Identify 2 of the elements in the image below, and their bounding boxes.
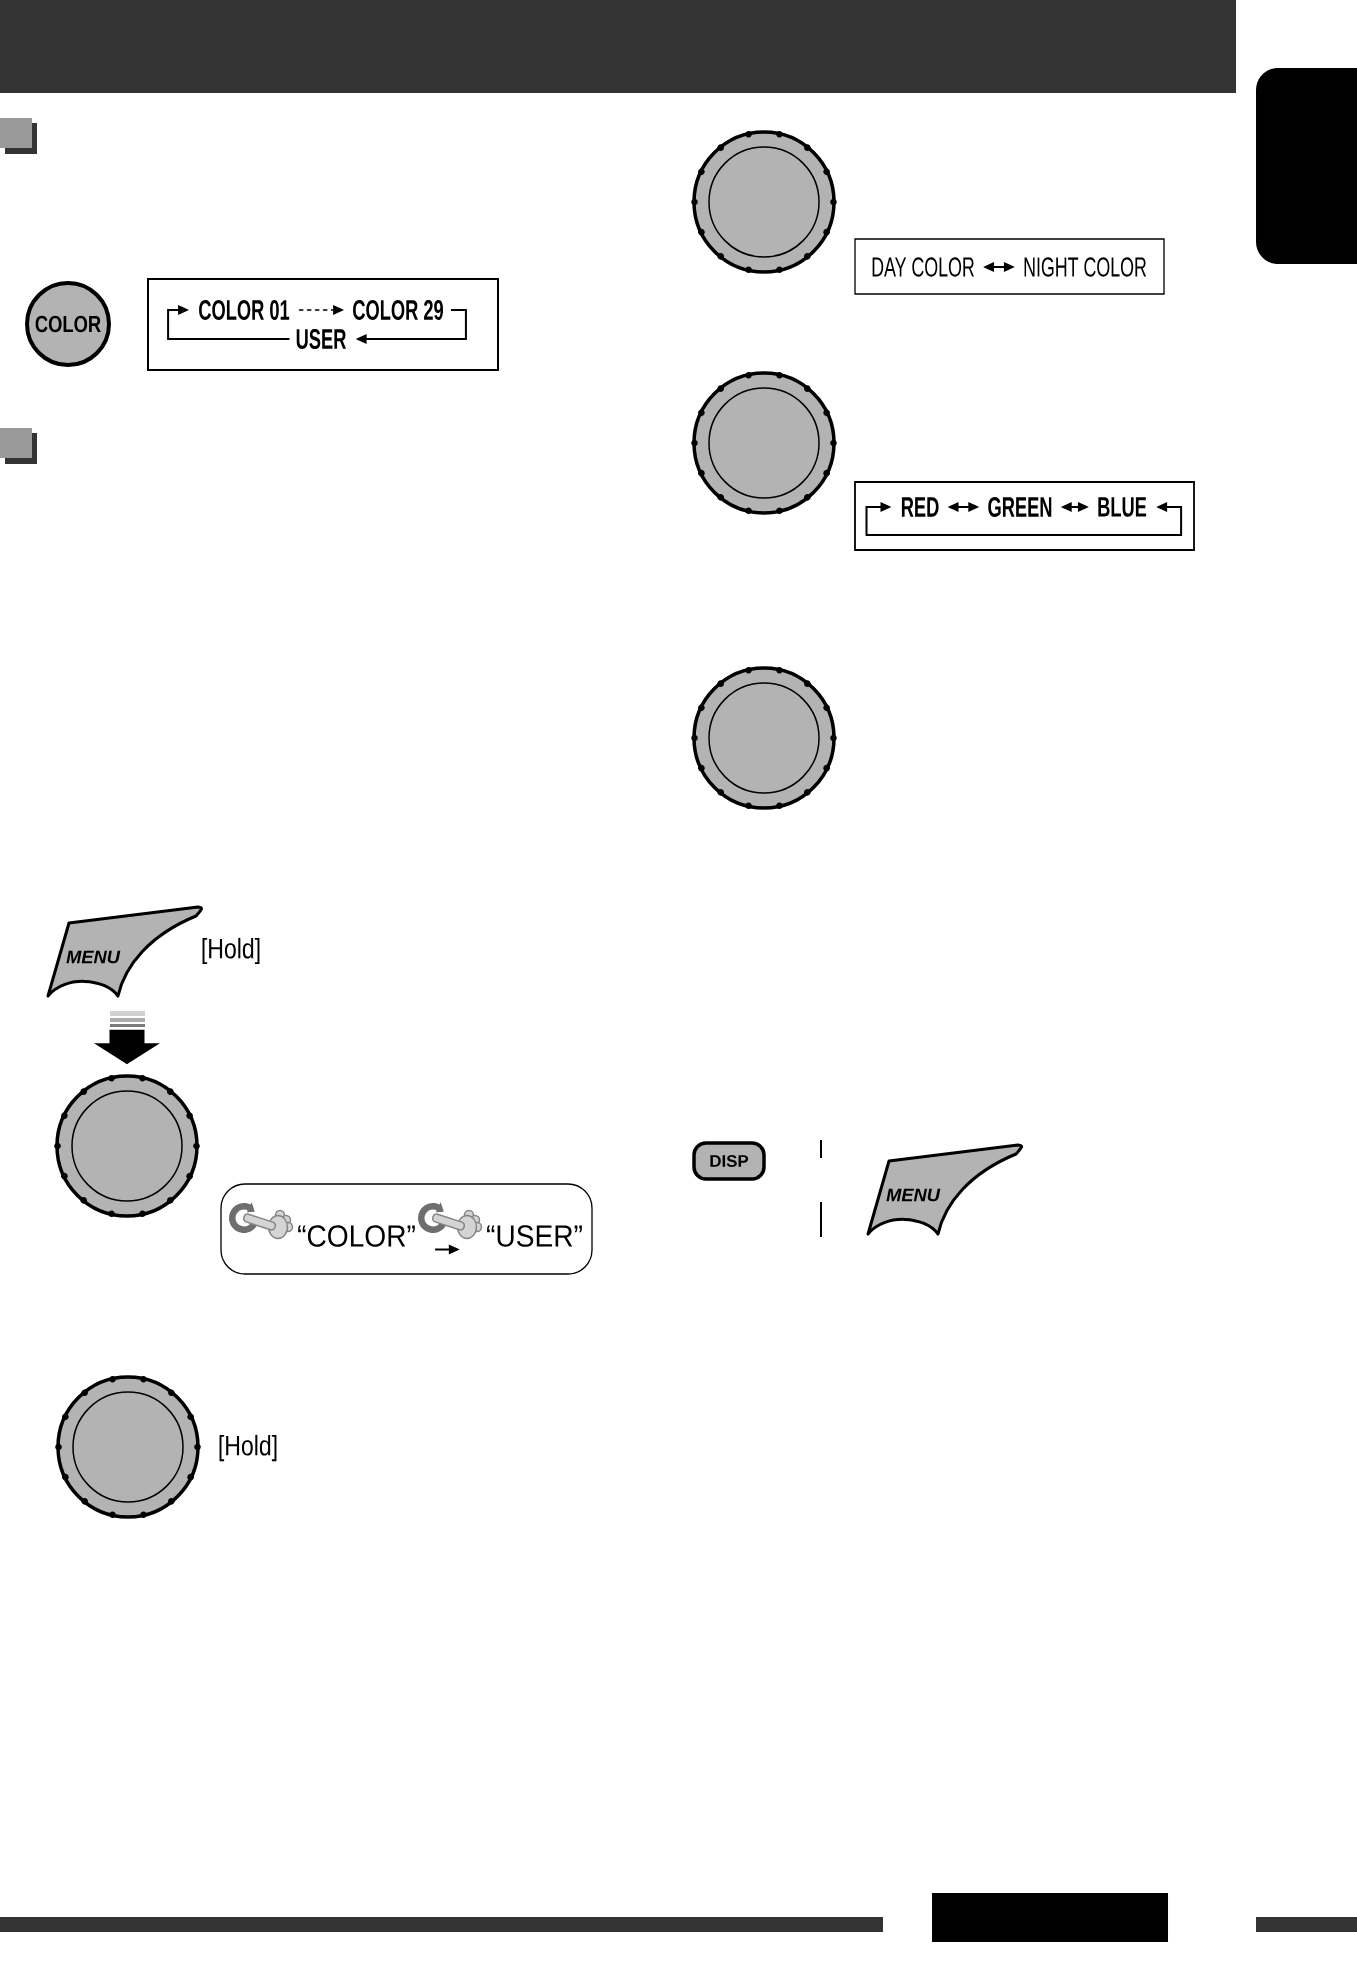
note-text: [Hold]	[202, 937, 260, 965]
note-text: [Hold]	[219, 1434, 277, 1462]
